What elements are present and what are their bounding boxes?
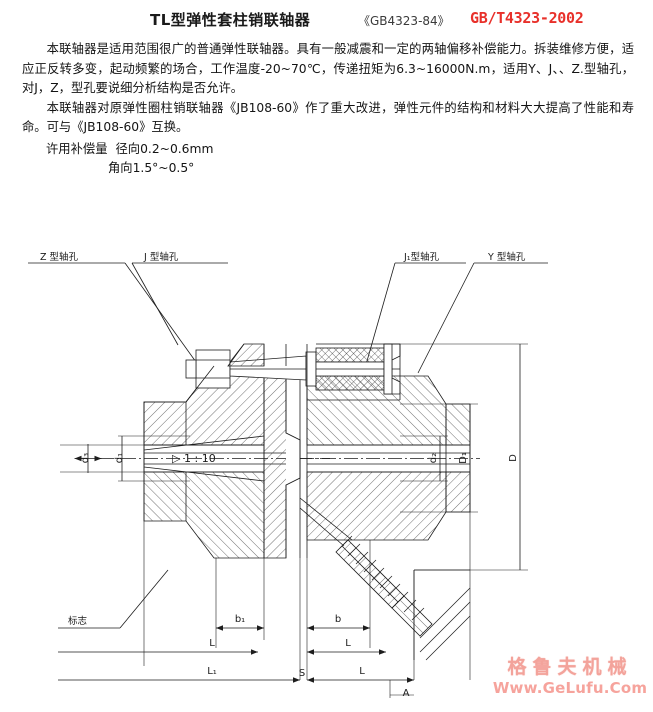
compensation-angular-value: 角向1.5°~0.5° bbox=[108, 160, 195, 175]
standard-new-label: GB/T4323-2002 bbox=[470, 9, 584, 27]
callout-marking: 标志 bbox=[68, 615, 87, 627]
standard-old-label: 《GB4323-84》 bbox=[358, 14, 450, 28]
pin-and-nut-assembly bbox=[185, 343, 401, 403]
dimension-b1: b₁ bbox=[235, 614, 245, 625]
dimension-b: b bbox=[335, 614, 341, 625]
left-hub bbox=[100, 365, 330, 559]
dimension-L1: L₁ bbox=[207, 666, 217, 677]
taper-note: 1 : 10 bbox=[184, 452, 216, 465]
page-title: TL型弹性套柱销联轴器 bbox=[150, 11, 311, 29]
drawing-svg: Z 型轴孔 J 型轴孔 J₁型轴孔 Y 型轴孔 标志 d₃ d₁ d₂ D₁ D… bbox=[28, 251, 548, 699]
horizontal-dimensions bbox=[58, 512, 471, 698]
callout-z-bore: Z 型轴孔 bbox=[40, 251, 79, 263]
right-hub bbox=[300, 375, 480, 541]
dimension-d2: d₂ bbox=[428, 453, 439, 463]
dimension-L-left: L bbox=[209, 638, 215, 649]
dimension-D1: D₁ bbox=[458, 452, 469, 464]
compensation-block: 许用补偿量径向0.2~0.6mm 角向1.5°~0.5° bbox=[22, 140, 634, 178]
compensation-label: 许用补偿量 bbox=[46, 141, 108, 156]
paragraph-2: 本联轴器对原弹性圈柱销联轴器《JB108-60》作了重大改进，弹性元件的结构和材… bbox=[22, 100, 634, 135]
dimension-d3: d₃ bbox=[80, 453, 91, 463]
dimension-d1: d₁ bbox=[114, 453, 125, 463]
dimension-D: D bbox=[508, 454, 519, 462]
drawing-labels: Z 型轴孔 J 型轴孔 J₁型轴孔 Y 型轴孔 标志 d₃ d₁ d₂ D₁ D… bbox=[40, 251, 526, 699]
coupling-cross-section-drawing: Z 型轴孔 J 型轴孔 J₁型轴孔 Y 型轴孔 标志 d₃ d₁ d₂ D₁ D… bbox=[0, 240, 653, 700]
paragraph-1: 本联轴器是适用范围很广的普通弹性联轴器。具有一般减震和一定的两轴偏移补偿能力。拆… bbox=[22, 42, 634, 95]
centre-flange bbox=[263, 365, 308, 559]
callout-leaders bbox=[28, 262, 548, 629]
dimension-S: S bbox=[299, 668, 305, 679]
compensation-radial-row: 许用补偿量径向0.2~0.6mm bbox=[46, 140, 634, 159]
dimension-L-right-lower: L bbox=[359, 666, 365, 677]
vertical-dimensions bbox=[60, 343, 528, 571]
compensation-angular-row: 角向1.5°~0.5° bbox=[46, 159, 634, 178]
drawing-geometry bbox=[28, 262, 548, 698]
document-header: TL型弹性套柱销联轴器 《GB4323-84》 GB/T4323-2002 bbox=[0, 4, 653, 34]
document-body: 本联轴器是适用范围很广的普通弹性联轴器。具有一般减震和一定的两轴偏移补偿能力。拆… bbox=[22, 40, 634, 178]
callout-y-bore: Y 型轴孔 bbox=[487, 251, 526, 263]
taper-symbol: ▷ bbox=[172, 452, 181, 465]
callout-j1-bore: J₁型轴孔 bbox=[403, 251, 440, 263]
dimension-A: A bbox=[403, 688, 410, 699]
callout-j-bore: J 型轴孔 bbox=[143, 251, 179, 263]
dimension-L-right: L bbox=[345, 638, 351, 649]
compensation-radial-value: 径向0.2~0.6mm bbox=[115, 141, 214, 156]
